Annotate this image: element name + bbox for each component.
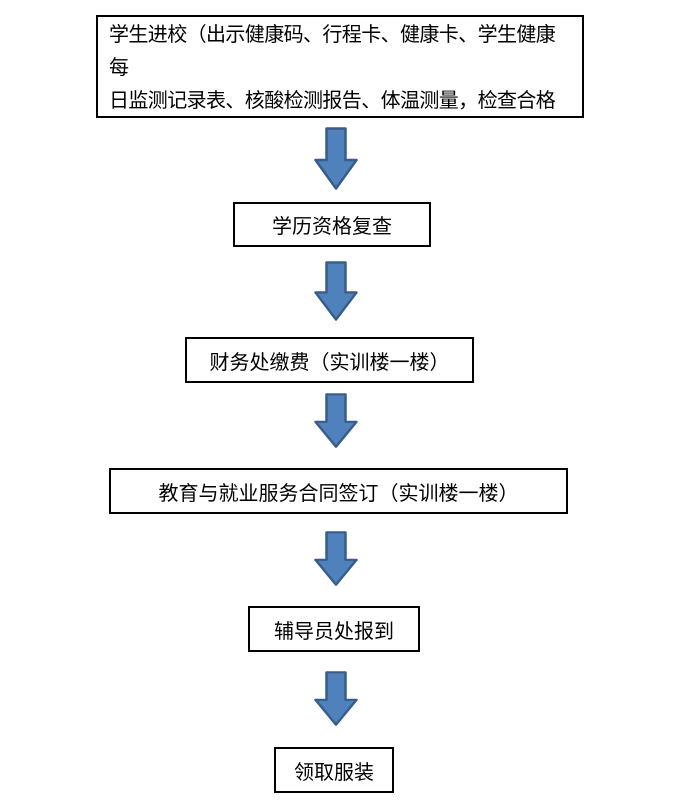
- flow-step-finance-payment: 财务处缴费（实训楼一楼）: [185, 337, 474, 383]
- flow-step-counselor-registration: 辅导员处报到: [248, 606, 420, 652]
- down-arrow-icon: [314, 127, 358, 190]
- flow-step-student-entry: 学生进校（出示健康码、行程卡、健康卡、学生健康每 日监测记录表、核酸检测报告、体…: [96, 15, 584, 118]
- flow-step-contract-signing: 教育与就业服务合同签订（实训楼一楼）: [109, 468, 568, 514]
- flow-step-uniform-collection: 领取服装: [274, 747, 394, 793]
- down-arrow-icon: [314, 671, 358, 726]
- down-arrow-icon: [314, 531, 358, 586]
- down-arrow-icon: [314, 393, 358, 448]
- flow-step-qualification-recheck: 学历资格复查: [233, 202, 431, 247]
- down-arrow-icon: [314, 261, 358, 321]
